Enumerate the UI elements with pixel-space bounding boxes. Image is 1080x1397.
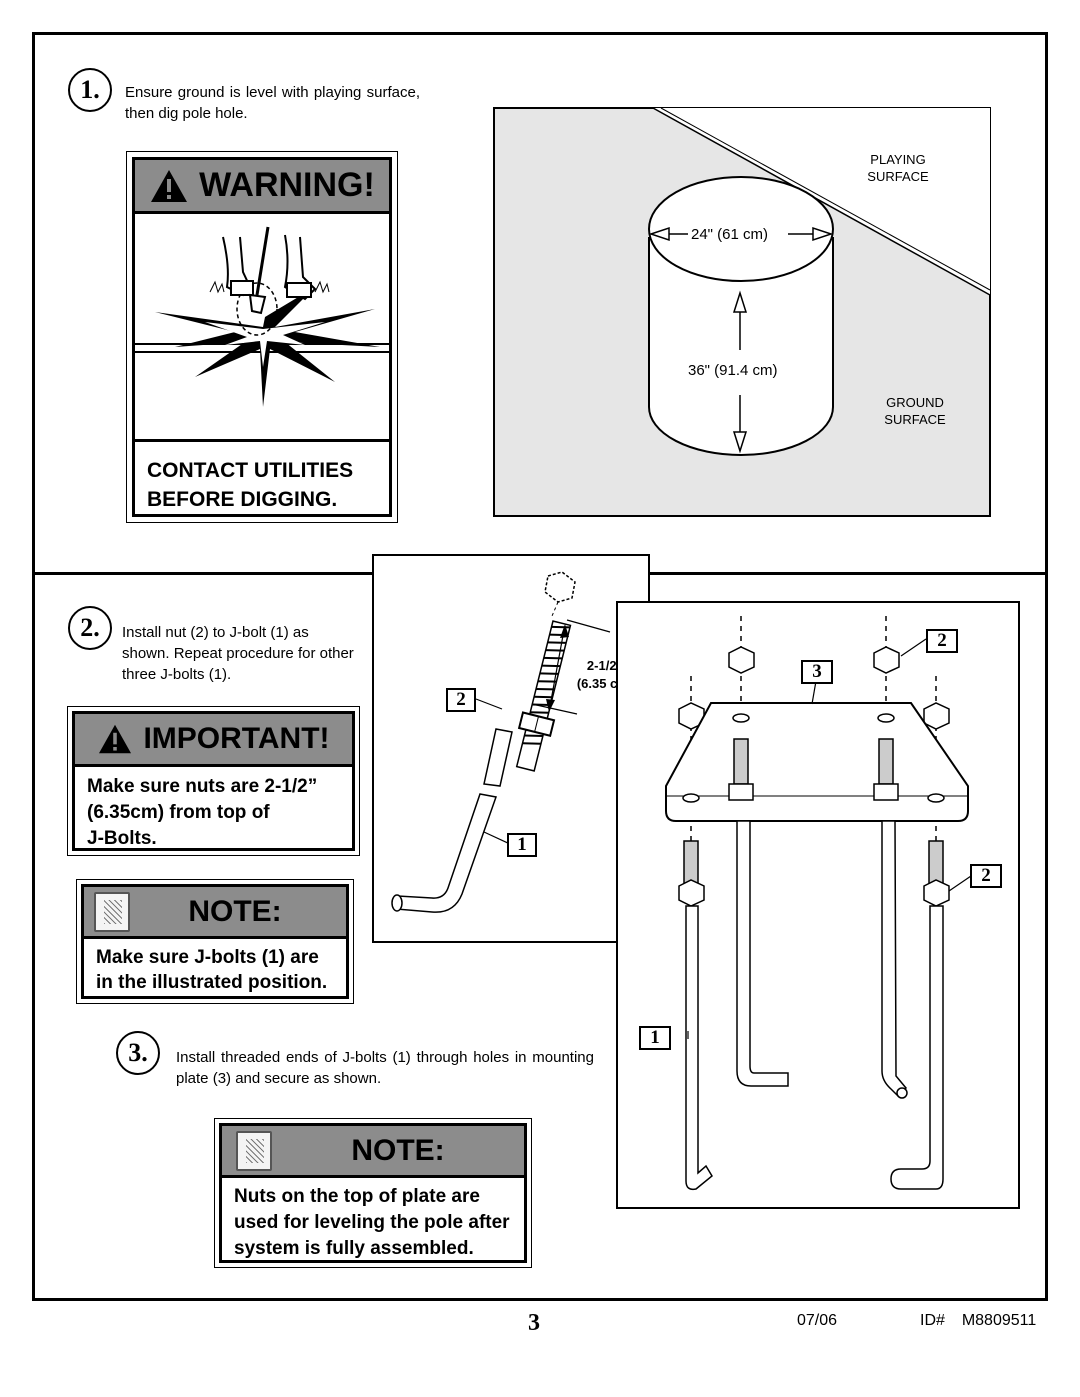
step3-instruction: Install threaded ends of J-bolts (1) thr… xyxy=(176,1049,594,1087)
important-text-line3: J-Bolts. xyxy=(87,828,157,849)
mounting-plate-diagram xyxy=(616,601,1020,1209)
warning-sign: WARNING! CONTACT UTILITIES BEFORE DIGGIN… xyxy=(126,151,398,523)
revision-date: 07/06 xyxy=(797,1312,838,1329)
note-header: NOTE: xyxy=(84,887,346,939)
important-text-line1: Make sure nuts are 2-1/2” xyxy=(87,776,318,797)
step3-number: 3. xyxy=(116,1031,160,1075)
notepad-icon xyxy=(94,892,130,932)
callout-plate-3: 3 xyxy=(801,660,833,684)
ground-surface-label-line2: SURFACE xyxy=(884,412,946,427)
note-header: NOTE: xyxy=(222,1126,524,1178)
note-text-line2: in the illustrated position. xyxy=(96,972,328,993)
important-text-line2: (6.35cm) from top of xyxy=(87,802,270,823)
jbolt-nut-diagram xyxy=(372,554,650,943)
measurement-label-line1: 2-1/2” xyxy=(586,658,624,673)
notepad-icon xyxy=(236,1131,272,1171)
important-header: IMPORTANT! xyxy=(75,714,352,767)
note-text-line1: Make sure J-bolts (1) are xyxy=(96,947,319,968)
warning-text-line2: BEFORE DIGGING. xyxy=(147,488,338,511)
warning-triangle-icon xyxy=(99,724,132,754)
note-title: NOTE: xyxy=(351,1133,445,1167)
callout-nut-2: 2 xyxy=(446,688,476,712)
note-text-line2: used for leveling the pole after xyxy=(234,1212,510,1233)
ground-surface-label-line1: GROUND xyxy=(886,395,944,410)
note-sign-leveling: NOTE: Nuts on the top of plate are used … xyxy=(214,1118,532,1268)
step1-number: 1. xyxy=(68,68,112,112)
warning-title: WARNING! xyxy=(199,166,375,204)
step2-number: 2. xyxy=(68,606,112,650)
playing-surface-label-line2: SURFACE xyxy=(867,169,929,184)
callout-jbolt-1: 1 xyxy=(507,833,537,857)
note-sign-jbolts: NOTE: Make sure J-bolts (1) are in the i… xyxy=(76,879,354,1004)
warning-header: WARNING! xyxy=(135,160,389,214)
important-sign: IMPORTANT! Make sure nuts are 2-1/2” (6.… xyxy=(67,706,360,856)
document-id-value: M8809511 xyxy=(961,1312,1037,1329)
callout-jbolt-1: 1 xyxy=(639,1026,671,1050)
hole-diameter-label: 24" (61 cm) xyxy=(691,226,769,243)
warning-text-line1: CONTACT UTILITIES xyxy=(147,459,354,482)
callout-top-nut-2: 2 xyxy=(926,629,958,653)
note-text-line1: Nuts on the top of plate are xyxy=(234,1186,480,1207)
hole-depth-label: 36" (91.4 cm) xyxy=(688,362,778,379)
callout-lower-nut-2: 2 xyxy=(970,864,1002,888)
document-id-label: ID# xyxy=(920,1312,945,1329)
step2-instruction: Install nut (2) to J-bolt (1) as shown. … xyxy=(122,624,354,683)
step1-instruction: Ensure ground is level with playing surf… xyxy=(125,84,420,122)
digging-hazard-illustration xyxy=(135,226,391,407)
note-title: NOTE: xyxy=(188,894,282,928)
warning-triangle-icon xyxy=(151,169,188,202)
playing-surface-label-line1: PLAYING xyxy=(870,152,926,167)
page-number: 3 xyxy=(528,1310,540,1336)
note-text-line3: system is fully assembled. xyxy=(234,1238,474,1259)
document-id: ID# M8809511 xyxy=(920,1312,1036,1330)
important-title: IMPORTANT! xyxy=(143,722,330,755)
